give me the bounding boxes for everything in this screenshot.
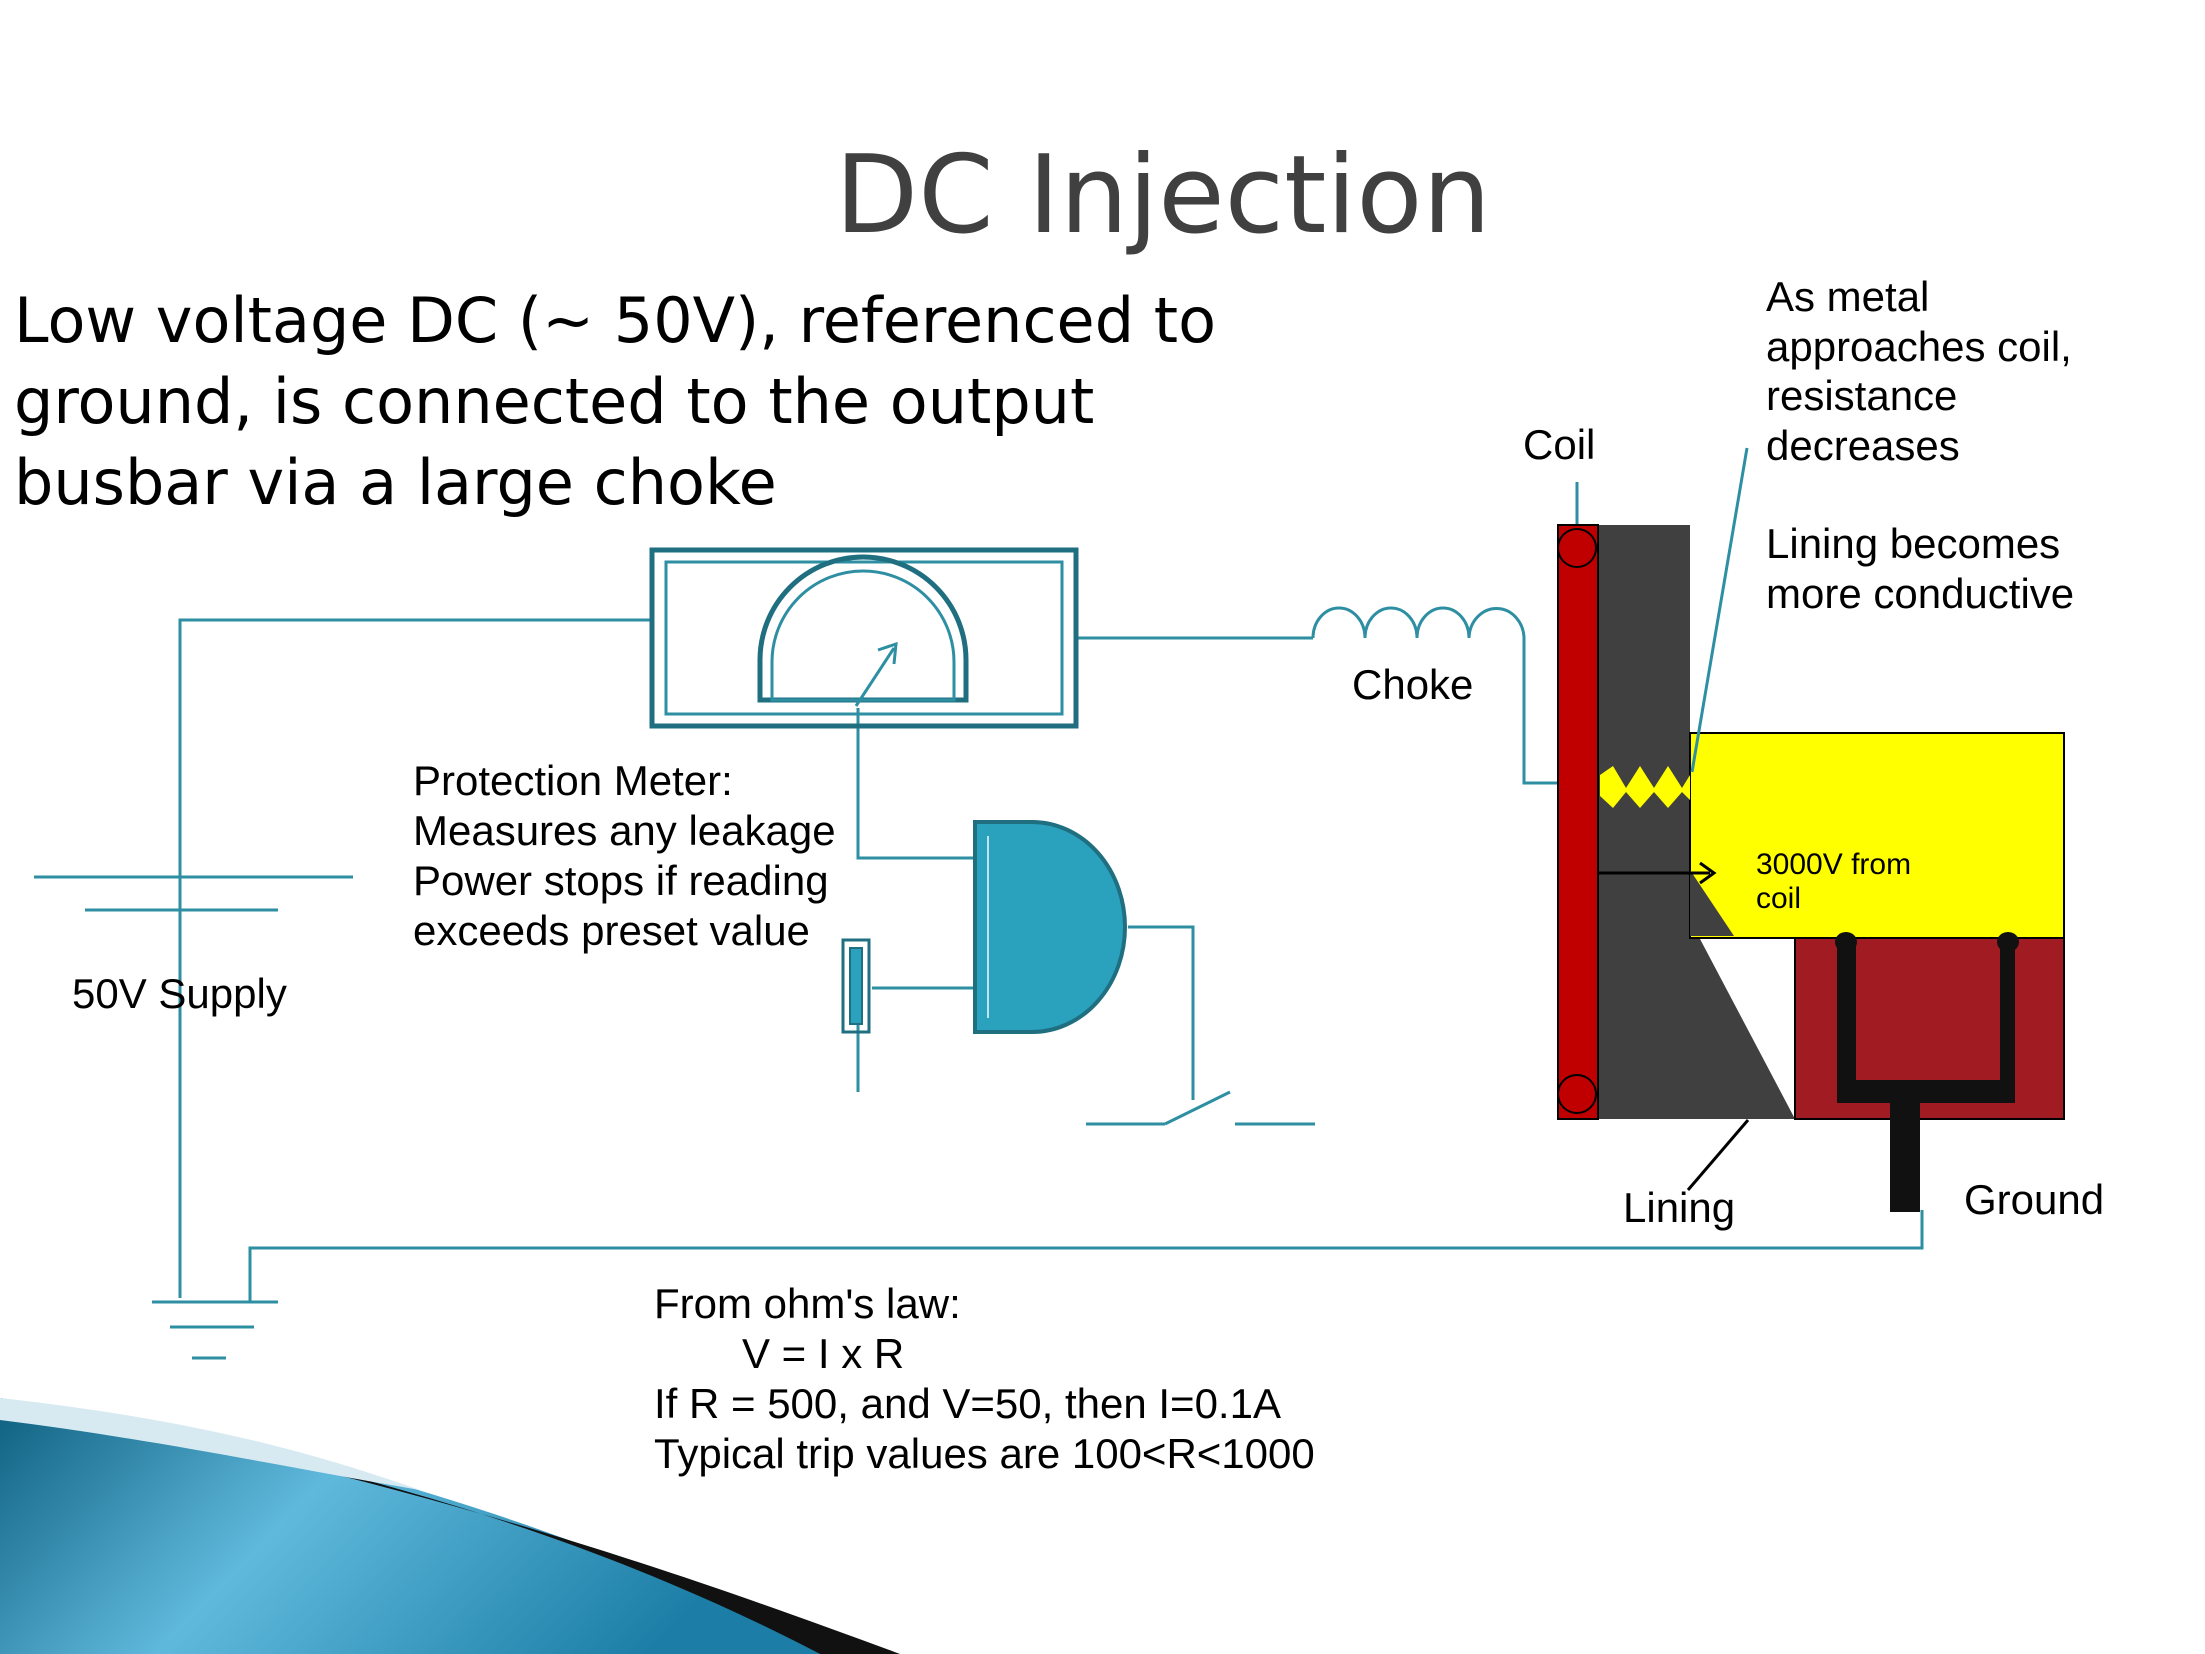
leakage-zigzag-icon — [1600, 766, 1690, 808]
lining-note-line-2: more conductive — [1766, 570, 2074, 617]
meter-line-4: exceeds preset value — [413, 907, 810, 954]
voltage-line-2: coil — [1756, 882, 1801, 915]
ohms-line-4: Typical trip values are 100<R<1000 — [654, 1430, 1315, 1477]
fuse-icon — [841, 938, 871, 1034]
battery-icon — [34, 875, 353, 912]
earth-ground-icon — [152, 1300, 278, 1360]
meter-line-3: Power stops if reading — [413, 857, 829, 904]
resistance-line-1: As metal — [1766, 273, 1929, 320]
ground-label: Ground — [1964, 1176, 2104, 1223]
resistance-line-2: approaches coil, — [1766, 323, 2072, 370]
furnace-coil — [1557, 524, 1599, 1120]
furnace-lining — [1576, 525, 1795, 1119]
relay-to-switch-wire — [1128, 925, 1195, 1100]
furnace-melt — [1689, 732, 2065, 939]
choke-to-coil-wire — [1522, 640, 1558, 785]
meter-line-2: Measures any leakage — [413, 807, 836, 854]
ground-return-wire — [248, 1210, 1924, 1302]
ohms-line-2: V = I x R — [742, 1330, 904, 1377]
intro-line-1: Low voltage DC (~ 50V), referenced to — [14, 284, 1216, 357]
meter-line-1: Protection Meter: — [413, 757, 733, 804]
coil-voltage-label: 3000V from coil — [1756, 848, 1911, 915]
lining-note: Lining becomes more conductive — [1766, 520, 2074, 617]
coil-label: Coil — [1523, 421, 1595, 468]
intro-line-3: busbar via a large choke — [14, 446, 777, 519]
supply-to-meter-wire — [178, 618, 650, 1298]
meter-to-relay-wire — [856, 708, 975, 860]
meter-description: Protection Meter: Measures any leakage P… — [413, 757, 836, 954]
choke-inductor-icon — [1311, 606, 1526, 641]
supply-label: 50V Supply — [72, 970, 287, 1017]
intro-paragraph: Low voltage DC (~ 50V), referenced to gr… — [14, 284, 1216, 519]
intro-line-2: ground, is connected to the output — [14, 365, 1094, 438]
ohms-law-note: From ohm's law: V = I x R If R = 500, an… — [654, 1280, 1315, 1477]
resistance-note: As metal approaches coil, resistance dec… — [1766, 273, 2072, 469]
electrode — [1837, 938, 2015, 1212]
furnace-assembly — [1557, 524, 2065, 1212]
ohms-line-1: From ohm's law: — [654, 1280, 961, 1327]
relay-icon — [973, 820, 1127, 1034]
resistance-line-3: resistance — [1766, 372, 1957, 419]
trip-switch-icon — [1086, 1090, 1315, 1126]
protection-meter-icon — [649, 547, 1079, 729]
leader-lines — [1575, 447, 1750, 1191]
lining-note-line-1: Lining becomes — [1766, 520, 2060, 567]
lining-label: Lining — [1623, 1184, 1735, 1231]
resistance-line-4: decreases — [1766, 422, 1960, 469]
voltage-line-1: 3000V from — [1756, 848, 1911, 881]
ohms-line-3: If R = 500, and V=50, then I=0.1A — [654, 1380, 1281, 1427]
corner-swoosh — [0, 1398, 900, 1654]
slide-title: DC Injection — [835, 133, 1491, 258]
circuit-wiring — [178, 618, 1924, 1302]
choke-label: Choke — [1352, 661, 1473, 708]
